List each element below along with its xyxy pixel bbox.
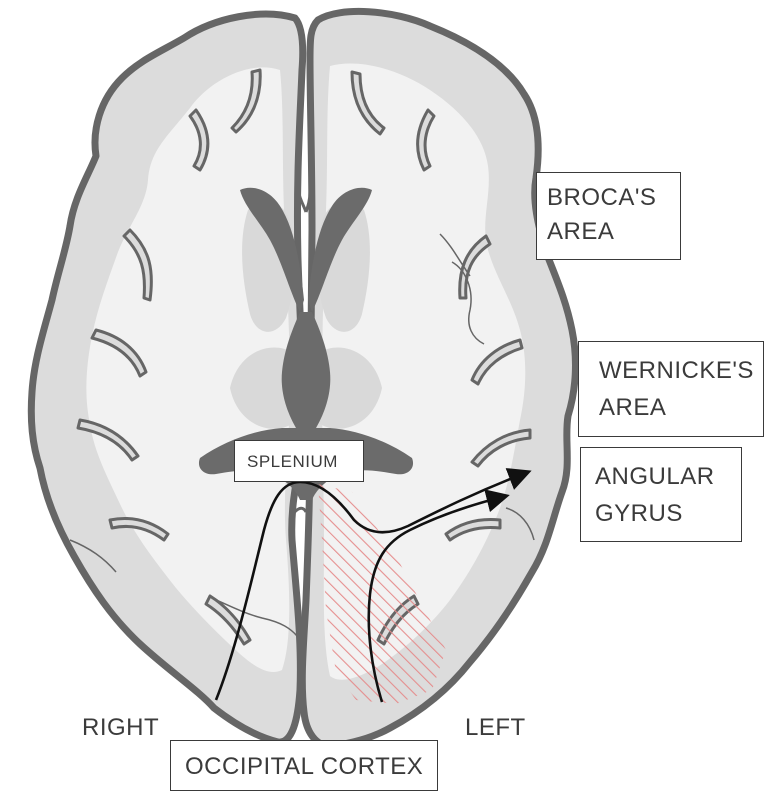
angular-label-line1: ANGULAR	[595, 458, 741, 495]
splenium-label-text: SPLENIUM	[247, 452, 363, 472]
occipital-cortex-label: OCCIPITAL CORTEX	[170, 740, 438, 791]
angular-label-line2: GYRUS	[595, 495, 741, 532]
occipital-label-text: OCCIPITAL CORTEX	[185, 753, 437, 781]
splenium-label: SPLENIUM	[234, 440, 364, 482]
broca-label-line1: BROCA'S	[547, 181, 680, 215]
broca-area-label: BROCA'S AREA	[536, 172, 681, 260]
wernicke-label-line2: AREA	[599, 389, 763, 426]
angular-gyrus-label: ANGULAR GYRUS	[580, 447, 742, 542]
wernicke-area-label: WERNICKE'S AREA	[578, 341, 764, 437]
left-side-label: LEFT	[465, 714, 526, 742]
wernicke-label-line1: WERNICKE'S	[599, 352, 763, 389]
broca-label-line2: AREA	[547, 215, 680, 249]
right-side-label: RIGHT	[82, 714, 159, 742]
